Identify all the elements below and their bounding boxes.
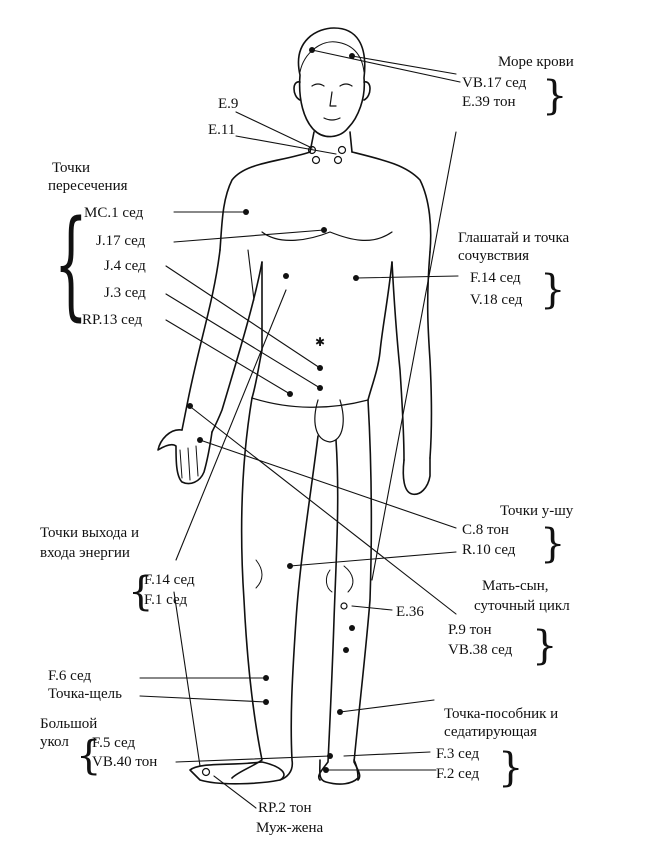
brace-crossing-points: {	[54, 194, 88, 332]
label-r10: R.10 сед	[462, 542, 516, 558]
label-f3: F.3 сед	[436, 746, 480, 762]
label-v18: V.18 сед	[470, 292, 523, 308]
label-f14-left: F.14 сед	[144, 572, 195, 588]
label-tochka-shel: Точка-щель	[48, 686, 122, 702]
nose-mouth	[323, 91, 341, 121]
label-p9: P.9 тон	[448, 622, 492, 638]
label-vyhod-1: Точки выхода и	[40, 525, 139, 541]
leader-lines	[139, 49, 461, 809]
label-glashatay-1: Глашатай и точка	[458, 230, 570, 246]
right-foot	[318, 759, 359, 785]
label-f14-right: F.14 сед	[470, 270, 521, 286]
label-rp2: RP.2 тон	[258, 800, 312, 816]
label-more-krovi: Море крови	[498, 54, 574, 70]
left-arm	[181, 249, 263, 433]
brace-f14-v18: }	[540, 267, 566, 313]
brace-vb17-e39: }	[542, 73, 568, 119]
label-mat-syn-2: суточный цикл	[474, 598, 570, 614]
left-leg	[231, 397, 319, 781]
right-leg	[317, 399, 373, 781]
left-hand	[157, 429, 213, 485]
label-j17: J.17 сед	[96, 233, 146, 249]
label-posobnik-2: седатирующая	[444, 724, 537, 740]
label-vb40: VB.40 тон	[92, 754, 158, 770]
label-c8: C.8 тон	[462, 522, 509, 538]
brace-p9-vb38: }	[532, 623, 558, 669]
label-f5: F.5 сед	[92, 735, 136, 751]
right-ear	[363, 81, 371, 101]
open-dots	[201, 145, 348, 777]
right-torso	[367, 261, 393, 401]
label-vb38: VB.38 сед	[448, 642, 513, 658]
label-j4: J.4 сед	[104, 258, 146, 274]
label-bolshoy-2: укол	[40, 734, 69, 750]
belt-line	[251, 397, 369, 408]
label-glashatay-2: сочувствия	[458, 248, 530, 264]
label-e36: E.36	[396, 604, 424, 620]
left-foot	[189, 761, 285, 785]
label-bolshoy-1: Большой	[40, 716, 98, 732]
label-f2: F.2 сед	[436, 766, 480, 782]
knees	[255, 559, 354, 593]
label-e39: E.39 тон	[462, 94, 516, 110]
label-vyhod-2: входа энергии	[40, 545, 130, 561]
brace-f3-f2: }	[498, 745, 524, 791]
label-rp13: RP.13 сед	[82, 312, 143, 328]
point-dots	[187, 47, 359, 773]
label-mat-syn-1: Мать-сын,	[482, 578, 549, 594]
label-tochki-peresecheniya-2: пересечения	[48, 178, 128, 194]
left-shoulder	[219, 151, 311, 251]
right-hand	[402, 457, 431, 496]
label-e9: E.9	[218, 96, 239, 112]
eyes	[311, 83, 353, 87]
label-mc1: MC.1 сед	[84, 205, 144, 221]
hair	[299, 41, 365, 73]
label-tochki-ushu: Точки у-шу	[500, 503, 574, 519]
chest	[261, 231, 393, 241]
head-outline	[297, 27, 366, 138]
label-f1: F.1 сед	[144, 592, 188, 608]
brace-f14-f1: {	[128, 569, 154, 615]
label-posobnik-1: Точка-пособник и	[444, 706, 559, 722]
label-j3: J.3 сед	[104, 285, 146, 301]
brace-c8-r10: }	[540, 521, 566, 567]
right-arm	[391, 251, 433, 461]
genitals	[314, 399, 344, 443]
left-fingers	[179, 445, 199, 481]
neck	[309, 131, 353, 153]
label-f6: F.6 сед	[48, 668, 92, 684]
navel-mark: ✱	[315, 335, 325, 349]
brace-f5-vb40: {	[76, 733, 102, 779]
label-e11: E.11	[208, 122, 236, 138]
label-muzh-zhena: Муж-жена	[256, 820, 324, 836]
label-tochki-peresecheniya-1: Точки	[52, 160, 91, 176]
left-ear	[293, 81, 301, 101]
right-shoulder	[351, 151, 432, 253]
label-vb17: VB.17 сед	[462, 75, 527, 91]
